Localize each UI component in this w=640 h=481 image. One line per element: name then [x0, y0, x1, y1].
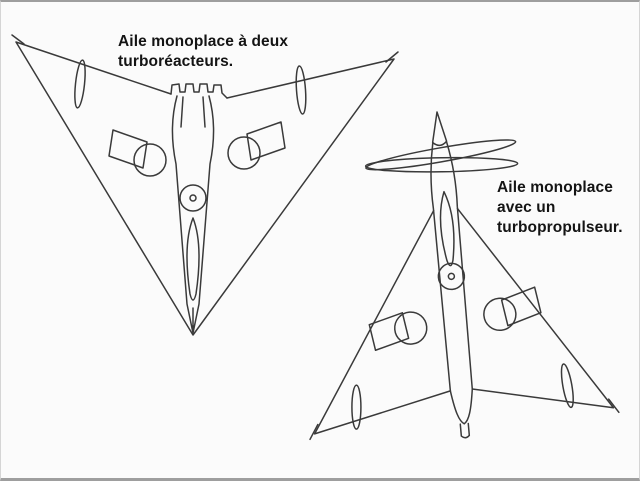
turboprop-spinner — [431, 111, 448, 147]
turboprop-tail — [449, 388, 474, 439]
turboprop-canopy — [439, 190, 455, 267]
twinjet-aircraft-drawing — [11, 34, 399, 336]
twinjet-tip-ticks — [11, 34, 399, 63]
turboprop-tip-ticks — [309, 398, 620, 441]
twinjet-wing-outline — [15, 41, 395, 336]
twinjet-fuselage-detail-lines — [180, 96, 206, 128]
twinjet-fuselage-circle-center — [189, 194, 197, 202]
propeller-blade-ellipse-2 — [364, 156, 519, 173]
turboprop-insignia-left — [368, 311, 428, 352]
twinjet-tip-fin-left — [74, 59, 86, 109]
propeller-blade-ellipse-1 — [365, 139, 517, 171]
turboprop-tip-fin-right — [560, 363, 574, 409]
twinjet-canopy — [186, 217, 200, 301]
turboprop-fuselage-circle — [437, 262, 466, 291]
twinjet-insignia-left — [108, 129, 167, 177]
twinjet-insignia-right — [227, 121, 286, 170]
turboprop-fuselage — [430, 141, 474, 392]
twinjet-fuselage — [171, 95, 215, 334]
twinjet-tip-fin-right — [295, 65, 307, 115]
caption-twinjet: Aile monoplace à deux turboréacteurs. — [118, 33, 289, 71]
turboprop-wing-outline — [313, 207, 615, 435]
turboprop-aircraft-drawing — [309, 111, 620, 441]
turboprop-fuselage-circle-center — [447, 272, 456, 281]
turboprop-tip-fin-left — [351, 384, 362, 430]
turboprop-insignia-right — [483, 286, 542, 332]
twinjet-fuselage-circle — [179, 184, 207, 212]
propeller-icon — [364, 139, 519, 173]
caption-turboprop: Aile monoplace avec un turbopropulseur. — [497, 179, 623, 237]
twinjet-jet-nozzles — [170, 83, 228, 99]
